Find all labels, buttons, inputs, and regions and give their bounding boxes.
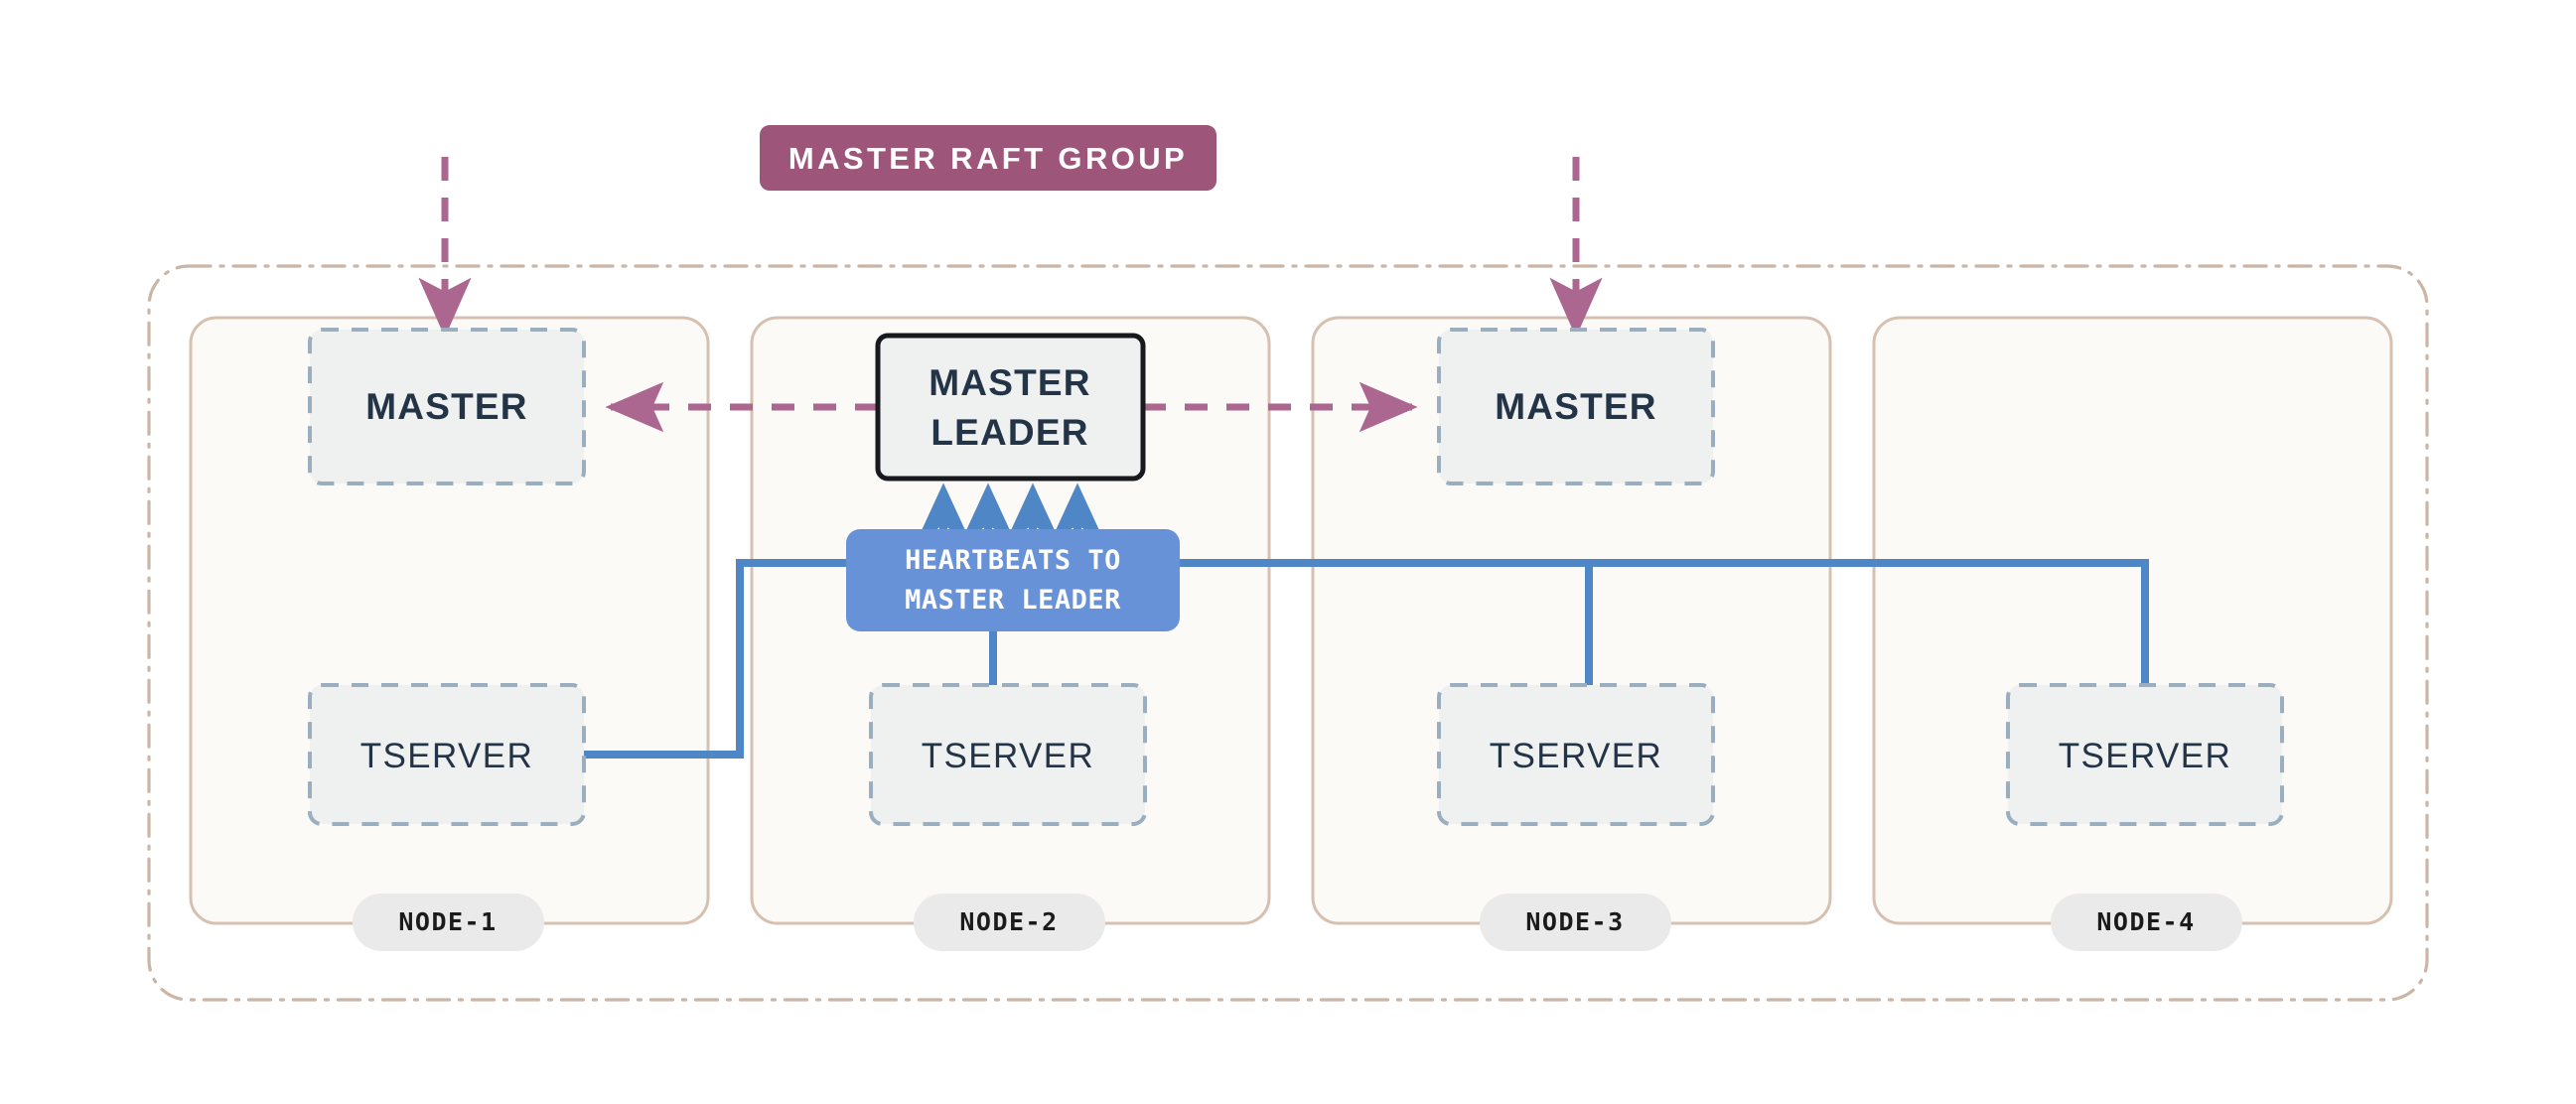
service-tserver-node-2-box xyxy=(869,683,1147,826)
service-master-leader-box xyxy=(875,333,1146,482)
node-badge-3-pill xyxy=(1480,894,1671,951)
node-badge-2-pill xyxy=(914,894,1105,951)
service-master-node-3[interactable]: MASTER xyxy=(1437,328,1715,485)
service-tserver-node-3-label: TSERVER xyxy=(1490,737,1662,775)
node-badge-3[interactable]: NODE-3 xyxy=(1480,894,1671,951)
master-raft-group-band-label: MASTER RAFT GROUP xyxy=(788,141,1188,176)
node-badge-1-pill xyxy=(353,894,544,951)
service-tserver-node-4-box xyxy=(2006,683,2284,826)
node-badge-1[interactable]: NODE-1 xyxy=(353,894,544,951)
service-tserver-node-3[interactable]: TSERVER xyxy=(1437,683,1715,826)
node-badge-4-pill xyxy=(2051,894,2242,951)
service-tserver-node-1-box xyxy=(308,683,586,826)
node-badge-4[interactable]: NODE-4 xyxy=(2051,894,2242,951)
service-tserver-node-2-label: TSERVER xyxy=(922,737,1094,775)
service-master-node-1-label: MASTER xyxy=(365,386,527,427)
heartbeat-badge[interactable]: HEARTBEATS TO MASTER LEADER xyxy=(846,529,1180,631)
node-badge-1-label: NODE-1 xyxy=(398,907,497,936)
node-badge-3-label: NODE-3 xyxy=(1525,907,1624,936)
service-master-node-1-box xyxy=(308,328,586,485)
service-master-node-3-label: MASTER xyxy=(1495,386,1656,427)
service-master-node-3-box xyxy=(1437,328,1715,485)
master-raft-group-band-box xyxy=(760,125,1216,191)
node-badge-4-label: NODE-4 xyxy=(2096,907,2195,936)
master-raft-group-band[interactable]: MASTER RAFT GROUP xyxy=(760,125,1216,191)
heartbeat-badge-line2: MASTER LEADER xyxy=(905,585,1121,616)
cluster-boundary xyxy=(147,264,2429,1002)
service-tserver-node-1[interactable]: TSERVER xyxy=(308,683,586,826)
heartbeat-line-node-1 xyxy=(584,559,894,759)
service-tserver-node-1-label: TSERVER xyxy=(360,737,533,775)
node-badge-2[interactable]: NODE-2 xyxy=(914,894,1105,951)
node-panel-4[interactable] xyxy=(1872,316,2393,925)
service-tserver-node-2[interactable]: TSERVER xyxy=(869,683,1147,826)
service-tserver-node-4[interactable]: TSERVER xyxy=(2006,683,2284,826)
service-tserver-node-4-label: TSERVER xyxy=(2059,737,2231,775)
heartbeat-line-node-4 xyxy=(1132,559,2149,685)
service-tserver-node-3-box xyxy=(1437,683,1715,826)
heartbeat-badge-line1: HEARTBEATS TO xyxy=(905,545,1121,576)
node-badge-2-label: NODE-2 xyxy=(959,907,1058,936)
service-master-leader-label-line2: LEADER xyxy=(930,412,1088,453)
service-master-leader[interactable]: MASTER LEADER xyxy=(875,333,1146,482)
service-master-leader-label-line1: MASTER xyxy=(929,362,1090,403)
node-panel-4-frame xyxy=(1872,316,2393,925)
heartbeat-badge-box xyxy=(846,529,1180,631)
service-master-node-1[interactable]: MASTER xyxy=(308,328,586,485)
